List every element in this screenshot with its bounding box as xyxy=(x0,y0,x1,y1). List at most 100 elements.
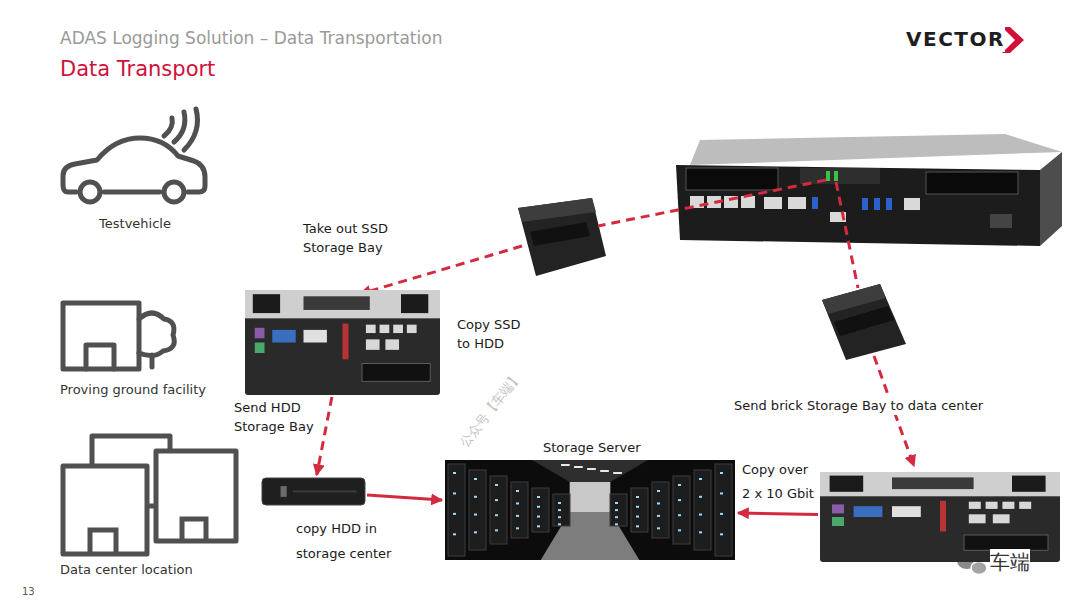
usb-port xyxy=(969,502,981,509)
usb-port xyxy=(393,325,403,333)
rack-led xyxy=(495,514,498,516)
rack-led xyxy=(636,525,639,527)
hdd-bay-groove xyxy=(293,491,357,493)
rack-led xyxy=(720,472,723,474)
ceiling-light xyxy=(587,468,596,470)
ceiling-light xyxy=(600,470,609,472)
device-side xyxy=(1040,152,1062,246)
rack-led xyxy=(537,525,540,527)
network-port xyxy=(788,197,806,209)
server-rack xyxy=(469,470,486,550)
chassis-top xyxy=(820,472,1060,496)
hdd-storage-bay: copy HDD in storage center xyxy=(262,478,365,505)
signal-arc xyxy=(164,118,172,136)
bay-handle xyxy=(401,294,428,313)
rack-led xyxy=(537,506,540,508)
transport-route xyxy=(836,182,858,288)
ceiling-light xyxy=(561,464,570,466)
node-picture xyxy=(245,290,440,395)
rack-led xyxy=(657,515,660,517)
usb-port xyxy=(1019,502,1031,509)
status-panel xyxy=(800,168,880,184)
bay-grip xyxy=(530,222,590,246)
network-port xyxy=(741,196,755,208)
node-picture xyxy=(60,433,240,558)
rack-led xyxy=(558,509,561,511)
rack-led xyxy=(678,529,681,531)
network-port xyxy=(993,514,1010,523)
tree-crown xyxy=(139,313,174,356)
node-picture xyxy=(445,460,735,560)
building-door xyxy=(86,345,114,369)
usb-port xyxy=(1002,502,1014,509)
network-port xyxy=(385,339,399,350)
rack-led xyxy=(474,531,477,533)
status-led xyxy=(834,171,838,181)
rack-led xyxy=(699,478,702,480)
node-picture xyxy=(60,283,178,373)
device-front xyxy=(676,165,1040,246)
watermark: 公众号【车端】 xyxy=(455,368,526,451)
rack-led xyxy=(699,531,702,533)
watermark-logo: 车端 xyxy=(990,549,1030,575)
signal-arc xyxy=(174,112,185,142)
rack-led xyxy=(558,502,561,504)
rack-led xyxy=(516,527,519,529)
rack-led xyxy=(636,506,639,508)
rack-led xyxy=(636,496,639,498)
ceiling xyxy=(532,460,648,482)
display-port xyxy=(854,506,883,517)
status-display xyxy=(892,477,974,489)
server-rack xyxy=(652,482,669,538)
wechat-icon xyxy=(957,553,987,575)
section-header: ADAS Logging Solution – Data Transportat… xyxy=(60,27,442,49)
rack-led xyxy=(558,516,561,518)
ceiling-light xyxy=(574,466,583,468)
rack-led xyxy=(720,492,723,494)
building-outline xyxy=(63,303,139,369)
signal-arc xyxy=(184,109,198,150)
storage-server: Storage Server xyxy=(445,460,735,560)
display-port xyxy=(892,506,921,517)
rack-led xyxy=(474,478,477,480)
logger-device xyxy=(676,134,1062,246)
node-picture xyxy=(820,472,1060,562)
facility-icon: Proving ground facility xyxy=(60,283,178,373)
server-rack xyxy=(553,494,570,526)
copy-arrow xyxy=(738,513,818,515)
datacenter-icon: Data center location xyxy=(60,433,240,558)
rack-led xyxy=(657,490,660,492)
device-top xyxy=(690,134,1062,165)
status-display xyxy=(304,296,370,310)
usb-port xyxy=(886,198,892,210)
ssd-storage-bay xyxy=(518,198,606,276)
hdd-bay-body xyxy=(262,478,365,505)
rack-led xyxy=(720,513,723,515)
transport-route xyxy=(874,356,914,466)
node-label: Proving ground facility xyxy=(60,380,206,399)
rack-led xyxy=(495,499,498,501)
rack-led xyxy=(537,516,540,518)
chat-bubble xyxy=(971,562,987,575)
server-rack xyxy=(490,476,507,544)
bay-handle xyxy=(253,294,280,313)
rack-led xyxy=(657,502,660,504)
hdd-bay-latch xyxy=(281,486,287,497)
drive-slot xyxy=(362,364,430,382)
logo-chevron xyxy=(1002,27,1024,53)
bay-top xyxy=(518,198,596,222)
usb-port xyxy=(380,325,390,333)
usb-port xyxy=(862,198,868,210)
rack-led xyxy=(636,516,639,518)
rack-led xyxy=(516,515,519,517)
rack-led xyxy=(453,513,456,515)
building-outline xyxy=(63,466,147,554)
network-port xyxy=(969,514,986,523)
rack-led xyxy=(474,496,477,498)
usb-port xyxy=(812,197,818,209)
server-rack xyxy=(511,482,528,538)
usb-port xyxy=(407,325,417,333)
server-rack xyxy=(610,494,627,526)
building-door xyxy=(182,519,206,541)
